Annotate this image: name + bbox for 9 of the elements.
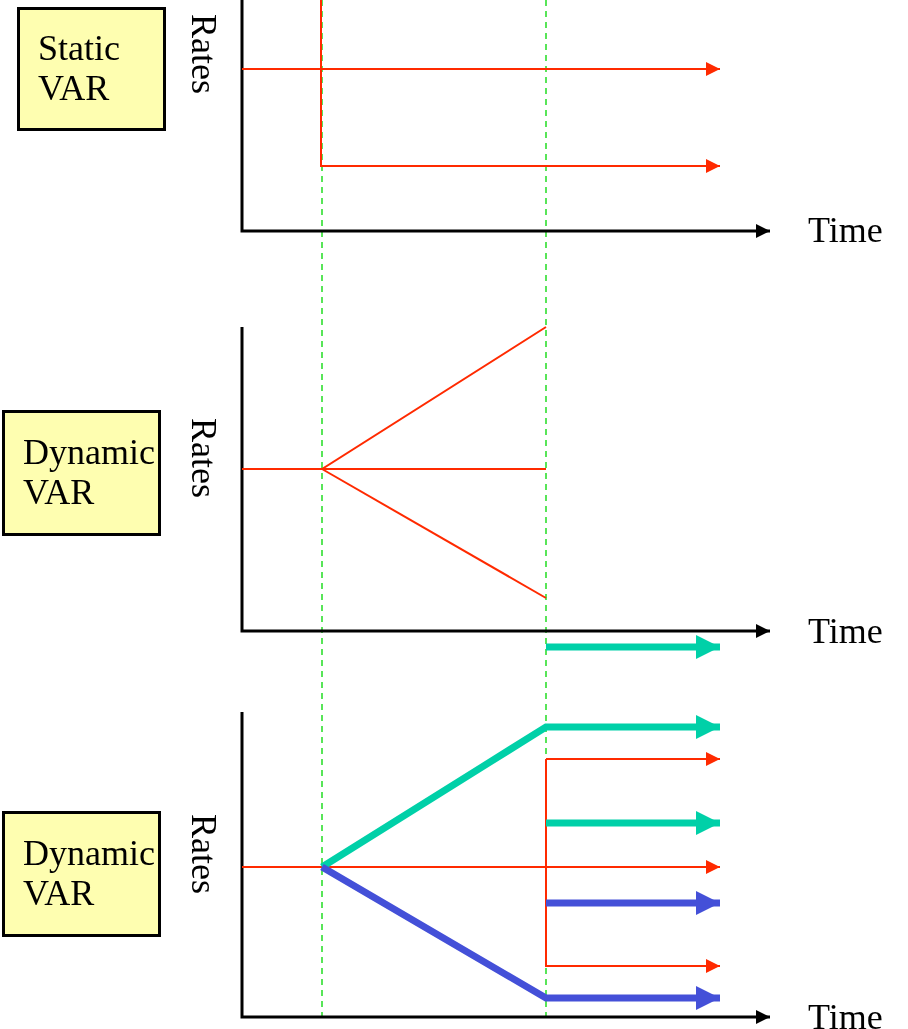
label-box: Dynamic VAR	[2, 811, 161, 937]
label-box: Dynamic VAR	[2, 410, 161, 536]
axis-label: Rates	[186, 14, 222, 94]
axis-label: Time	[808, 613, 883, 649]
axis-label: Rates	[186, 418, 222, 498]
axis-label: Rates	[186, 814, 222, 894]
label-box: Static VAR	[17, 7, 166, 131]
axis-label: Time	[808, 212, 883, 248]
axis-label: Time	[808, 999, 883, 1029]
